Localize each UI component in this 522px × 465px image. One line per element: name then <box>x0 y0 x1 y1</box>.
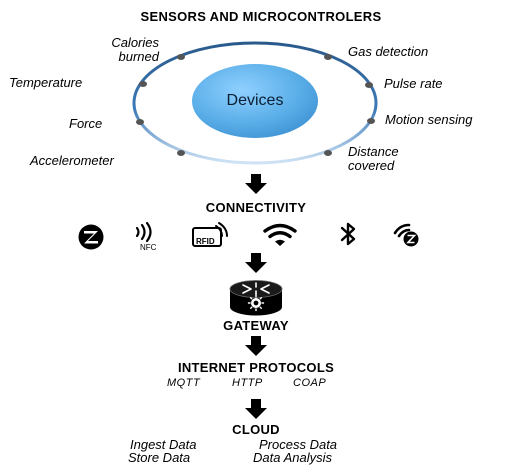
cloud-title: CLOUD <box>232 422 280 437</box>
devices-bubble <box>192 64 318 138</box>
node-distance <box>324 150 332 156</box>
rfid-label: RFID <box>196 237 215 246</box>
cloud-analysis: Data Analysis <box>253 450 332 465</box>
devices-ring <box>132 41 378 165</box>
label-temperature: Temperature <box>9 75 83 90</box>
router-icon <box>229 280 283 316</box>
nfc-label: NFC <box>140 243 157 252</box>
connectivity-title: CONNECTIVITY <box>205 200 307 215</box>
protocols-title: INTERNET PROTOCOLS <box>177 360 335 375</box>
node-accelerometer <box>177 150 185 156</box>
node-force <box>136 119 144 125</box>
arrow-down-icon <box>245 174 267 194</box>
zwave-icon <box>393 223 419 247</box>
cloud-ingest: Ingest Data <box>130 437 197 452</box>
wifi-icon <box>263 223 297 246</box>
label-calories-line1: Calories <box>111 35 159 50</box>
gateway-title: GATEWAY <box>223 318 289 333</box>
cloud-process: Process Data <box>259 437 338 452</box>
label-distance-line2: covered <box>348 158 395 173</box>
arrow-down-icon <box>245 253 267 273</box>
label-motion: Motion sensing <box>385 112 473 127</box>
label-accelerometer: Accelerometer <box>30 153 114 168</box>
node-temperature <box>139 81 147 87</box>
sensors-title: SENSORS AND MICROCONTROLERS <box>140 9 382 24</box>
label-pulse: Pulse rate <box>384 76 443 91</box>
node-motion <box>367 118 375 124</box>
label-gas: Gas detection <box>348 44 429 59</box>
cloud-store: Store Data <box>128 450 191 465</box>
label-calories: Calories burned <box>111 36 159 64</box>
label-calories-line2: burned <box>118 49 159 64</box>
node-calories <box>177 54 185 60</box>
protocol-coap: COAP <box>293 377 327 389</box>
arrow-down-icon <box>245 399 267 419</box>
nfc-icon <box>135 221 152 243</box>
label-force: Force <box>69 116 103 131</box>
ring-nodes <box>136 54 375 156</box>
devices-label: Devices <box>226 92 284 109</box>
zigbee-icon <box>78 224 104 250</box>
node-pulse <box>365 82 373 88</box>
rfid-icon <box>192 222 228 247</box>
arrow-down-icon <box>245 336 267 356</box>
node-gas <box>324 54 332 60</box>
label-distance: Distance covered <box>348 145 399 173</box>
protocol-mqtt: MQTT <box>167 377 201 389</box>
protocol-http: HTTP <box>232 377 263 389</box>
bluetooth-icon <box>340 222 356 246</box>
ring-outline <box>132 41 378 165</box>
label-distance-line1: Distance <box>348 144 399 159</box>
